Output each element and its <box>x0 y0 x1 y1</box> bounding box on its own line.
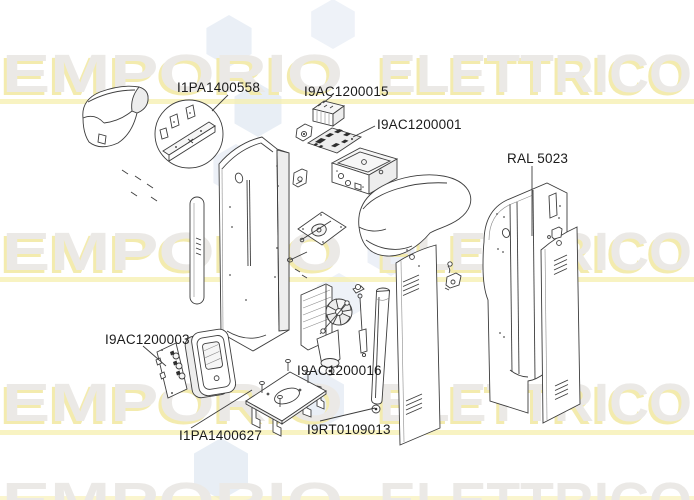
tie-rod <box>352 283 368 358</box>
watermark-word: ELETTRICO <box>379 44 692 104</box>
watermark-word: ELETTRICO <box>379 472 692 500</box>
motor-gearbox <box>300 283 353 376</box>
circuit-board <box>306 127 363 154</box>
watermark-underlines <box>0 99 694 500</box>
watermark-word: EMPORIO <box>2 44 343 104</box>
left-door-panel <box>395 244 441 446</box>
cap-cover <box>82 85 149 148</box>
cabinet-column <box>218 136 290 352</box>
leader-transformer <box>322 95 333 104</box>
release-plate <box>297 211 347 246</box>
leader-lines <box>142 94 533 429</box>
sensor-block <box>295 123 313 142</box>
right-door-panel <box>540 226 581 424</box>
leader-lamp-pcb <box>142 345 167 367</box>
side-profile-strip <box>189 196 205 305</box>
flasher-lamp <box>184 328 237 399</box>
watermark-word: EMPORIO <box>0 47 340 107</box>
screws <box>121 169 158 202</box>
fastener-pins <box>286 251 308 279</box>
transformer-block <box>311 100 346 127</box>
control-box <box>330 147 399 195</box>
watermark-word: EMPORIO <box>2 472 343 500</box>
dome-cover <box>358 174 472 257</box>
leader-bracket-detail <box>211 94 229 112</box>
lamp-pcb <box>155 342 188 399</box>
leader-base-plate <box>190 389 253 429</box>
hinge-lock-parts <box>444 261 462 291</box>
clip-bracket <box>292 168 308 188</box>
detail-circle-bracket <box>154 99 224 169</box>
gas-spring <box>371 287 390 414</box>
leader-circuit-board <box>352 125 376 138</box>
watermark-word: ELETTRICO <box>376 47 689 107</box>
leader-gas-spring <box>319 407 376 422</box>
base-plate <box>245 358 327 437</box>
